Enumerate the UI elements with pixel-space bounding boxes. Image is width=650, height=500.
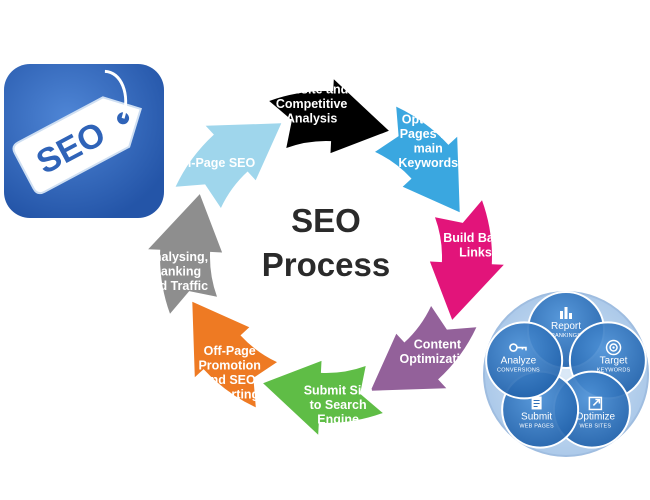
process-step-arrow <box>429 200 504 320</box>
mini-cycle-circle <box>485 321 564 400</box>
process-step-label-line: Optimize <box>402 113 455 127</box>
mini-cycle-item-subtitle: RANKINGS <box>551 333 581 339</box>
process-step-label-line: and SEO <box>204 373 256 387</box>
seo-tag-graphic: SEO <box>4 64 164 218</box>
seo-tag-body <box>12 96 142 195</box>
mini-cycle-item-title: Target <box>600 356 628 367</box>
seo-tag-string-icon <box>104 69 128 119</box>
mini-cycle-item-title: Report <box>551 321 581 332</box>
mini-cycle-item-title: Analyze <box>501 356 537 367</box>
process-step-arrow <box>192 301 277 408</box>
process-step-label-line: main <box>414 142 443 156</box>
mini-cycle-graphic: ReportRANKINGSTargetKEYWORDSOptimizeWEB … <box>483 291 649 457</box>
process-step-8: On-Page SEO <box>174 123 282 208</box>
mini-cycle-item-title: Submit <box>521 411 552 422</box>
center-title-line2: Process <box>262 246 390 283</box>
process-step-label-line: Reporting <box>200 388 259 402</box>
process-step-label-line: Pages for <box>400 127 457 141</box>
process-step-label: On-Page SEO <box>174 156 256 170</box>
process-step-label-line: On-Page SEO <box>174 156 256 170</box>
process-step-label-line: Links <box>459 246 492 260</box>
mini-cycle-item-subtitle: CONVERSIONS <box>497 368 540 374</box>
key-icon <box>509 343 527 352</box>
process-step-arrow <box>375 106 460 213</box>
process-step-label-line: Build Back <box>443 231 508 245</box>
process-step-label-line: Ranking <box>152 265 201 279</box>
external-link-icon <box>588 396 603 411</box>
process-step-label-line: Optimization <box>400 352 476 366</box>
mini-cycle-item-subtitle: WEB PAGES <box>519 423 554 429</box>
center-title-line1: SEO <box>291 202 361 239</box>
bar-chart-icon <box>560 307 572 319</box>
target-icon <box>605 339 622 356</box>
process-step-label-line: Competitive <box>276 97 348 111</box>
seo-tag-hole-icon <box>117 112 130 125</box>
process-step-arrow <box>263 360 383 435</box>
mini-cycle-item-subtitle: WEB SITES <box>580 423 612 429</box>
process-step-label-line: Submit Site <box>304 384 373 398</box>
process-step-label-line: to Search <box>310 398 367 412</box>
center-title: SEO Process <box>262 202 390 283</box>
process-step-arrow <box>175 123 282 208</box>
process-step-arrow <box>269 79 389 154</box>
process-step-label-line: Engine <box>317 413 359 427</box>
process-step-label-line: and Traffic <box>145 279 208 293</box>
process-step-arrow <box>370 306 477 391</box>
process-step-label-line: Website and <box>275 83 348 97</box>
process-step-label-line: Keywords <box>398 156 458 170</box>
process-step-arrow <box>148 194 223 314</box>
process-step-label-line: Analysis <box>286 112 337 126</box>
process-step-label-line: Content <box>414 338 462 352</box>
process-step-label-line: Promotion <box>198 359 261 373</box>
process-step-label-line: Analysing, <box>145 250 208 264</box>
document-icon <box>531 396 542 410</box>
mini-cycle-item-subtitle: KEYWORDS <box>597 368 631 374</box>
mini-cycle-item-title: Optimize <box>576 411 616 422</box>
process-step-label-line: Off-Page <box>204 344 256 358</box>
